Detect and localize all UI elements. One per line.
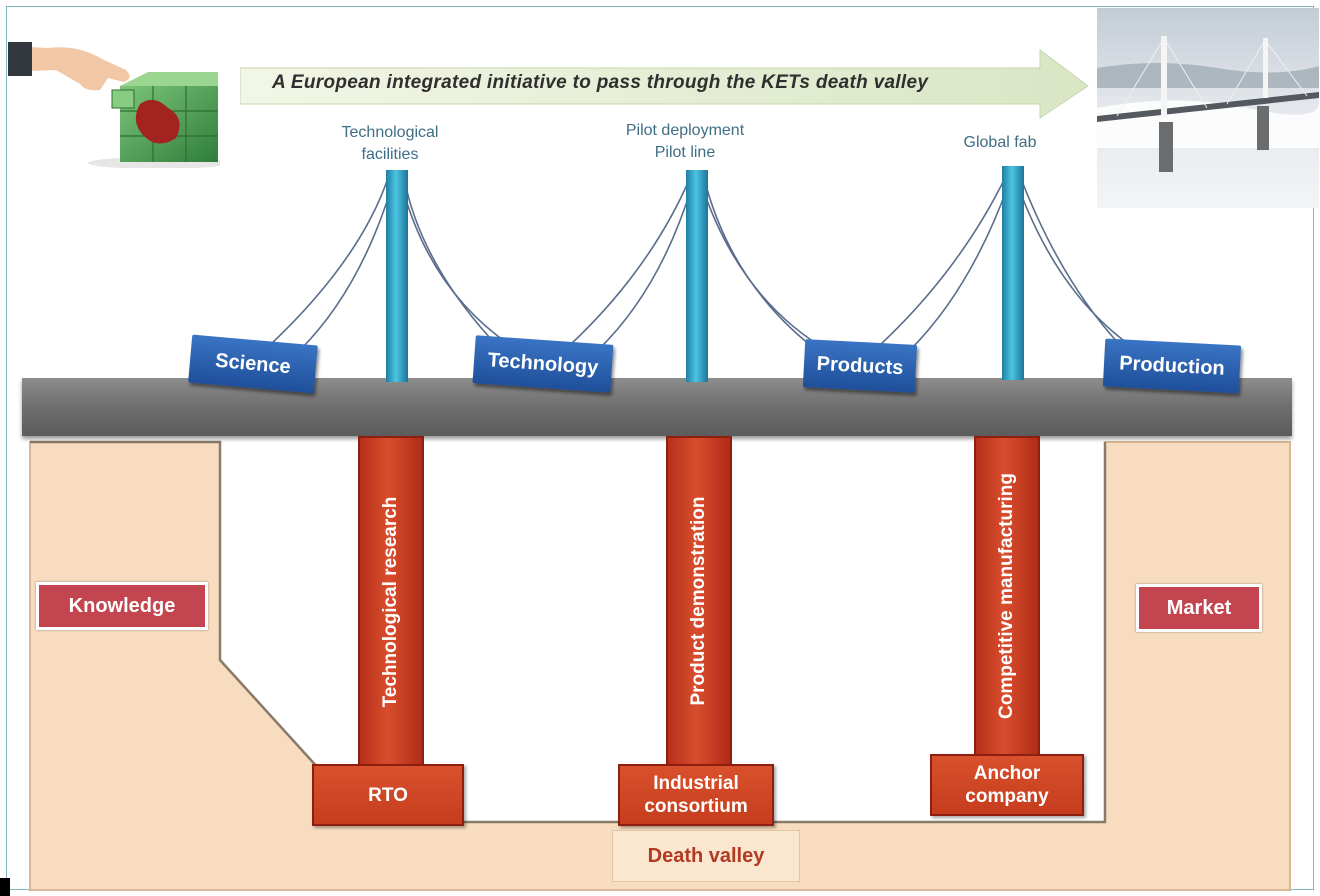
base-line: Anchor bbox=[973, 763, 1041, 784]
pillar-competitive-manufacturing: Competitive manufacturing bbox=[974, 436, 1040, 756]
pillar-label: Competitive manufacturing bbox=[996, 473, 1017, 719]
tower-label-pilot-line: Pilot deployment Pilot line bbox=[580, 120, 790, 164]
tower-global-fab bbox=[1002, 166, 1024, 380]
tower-label-line: Global fab bbox=[963, 134, 1037, 151]
sign-production: Production bbox=[1102, 338, 1242, 394]
tower-label-line: Pilot line bbox=[654, 144, 716, 161]
tower-label-technological-facilities: Technological facilities bbox=[300, 122, 480, 166]
tag-market: Market bbox=[1136, 584, 1262, 632]
pillar-label: Product demonstration bbox=[688, 496, 709, 706]
banner-title: A European integrated initiative to pass… bbox=[272, 72, 929, 93]
sign-technology: Technology bbox=[472, 335, 614, 393]
bridge-photo bbox=[1097, 8, 1319, 208]
death-valley-label: Death valley bbox=[612, 830, 800, 882]
corner-mark bbox=[0, 878, 10, 896]
banner-arrow bbox=[240, 49, 1089, 119]
base-industrial-consortium: Industrial consortium bbox=[618, 764, 774, 826]
tower-pilot-line bbox=[686, 170, 708, 382]
bridge-deck bbox=[22, 378, 1292, 436]
pillar-product-demonstration: Product demonstration bbox=[666, 436, 732, 766]
tower-label-line: facilities bbox=[361, 146, 419, 163]
pillar-label: Technological research bbox=[380, 496, 401, 708]
tower-label-global-fab: Global fab bbox=[920, 132, 1080, 154]
tower-label-line: Pilot deployment bbox=[625, 122, 745, 139]
puzzle-cube-image bbox=[8, 8, 220, 168]
base-line: Industrial bbox=[653, 773, 739, 794]
base-rto: RTO bbox=[312, 764, 464, 826]
base-line: company bbox=[965, 786, 1049, 807]
tower-label-line: Technological bbox=[341, 124, 439, 141]
base-line: consortium bbox=[644, 796, 748, 817]
sign-products: Products bbox=[802, 339, 918, 393]
pillar-technological-research: Technological research bbox=[358, 436, 424, 768]
tag-knowledge: Knowledge bbox=[36, 582, 208, 630]
base-anchor-company: Anchor company bbox=[930, 754, 1084, 816]
tower-technological-facilities bbox=[386, 170, 408, 382]
